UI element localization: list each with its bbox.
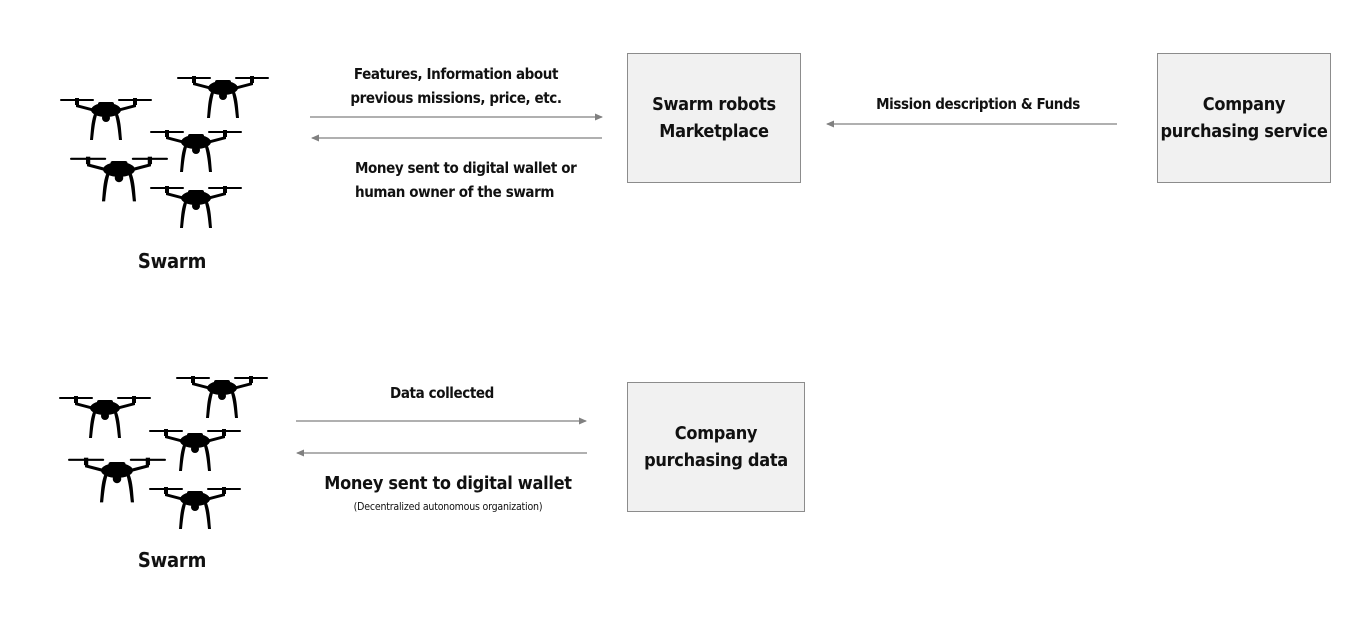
swarm-label-bottom: Swarm <box>137 548 207 572</box>
money-sublabel-bottom: (Decentralized autonomous organization) <box>353 501 543 513</box>
drone-icon <box>60 98 152 140</box>
bottom-swarm-icon <box>59 376 268 529</box>
drone-icon <box>70 156 168 202</box>
drone-icon <box>150 186 242 228</box>
company-data-box: Company purchasing data <box>627 382 805 512</box>
drone-icon <box>149 487 241 529</box>
marketplace-box: Swarm robots Marketplace <box>627 53 801 183</box>
swarm-label-top: Swarm <box>137 249 207 273</box>
drone-icon <box>150 130 242 172</box>
drone-icon <box>68 457 166 503</box>
money-label-bottom: Money sent to digital wallet <box>324 473 572 494</box>
marketplace-box-label: Swarm robots Marketplace <box>652 94 776 142</box>
drone-icon <box>176 376 268 418</box>
drone-icon <box>59 396 151 438</box>
company-data-box-label: Company purchasing data <box>644 423 788 471</box>
drone-icon <box>177 76 269 118</box>
money-label-top: Money sent to digital wallet or human ow… <box>355 159 577 201</box>
company-service-box-label: Company purchasing service <box>1160 94 1328 142</box>
mission-label: Mission description & Funds <box>876 95 1080 113</box>
top-swarm-icon <box>60 76 269 228</box>
data-collected-label: Data collected <box>390 384 494 402</box>
features-label: Features, Information about previous mis… <box>350 65 562 107</box>
drone-icon <box>149 429 241 471</box>
company-service-box: Company purchasing service <box>1157 53 1331 183</box>
